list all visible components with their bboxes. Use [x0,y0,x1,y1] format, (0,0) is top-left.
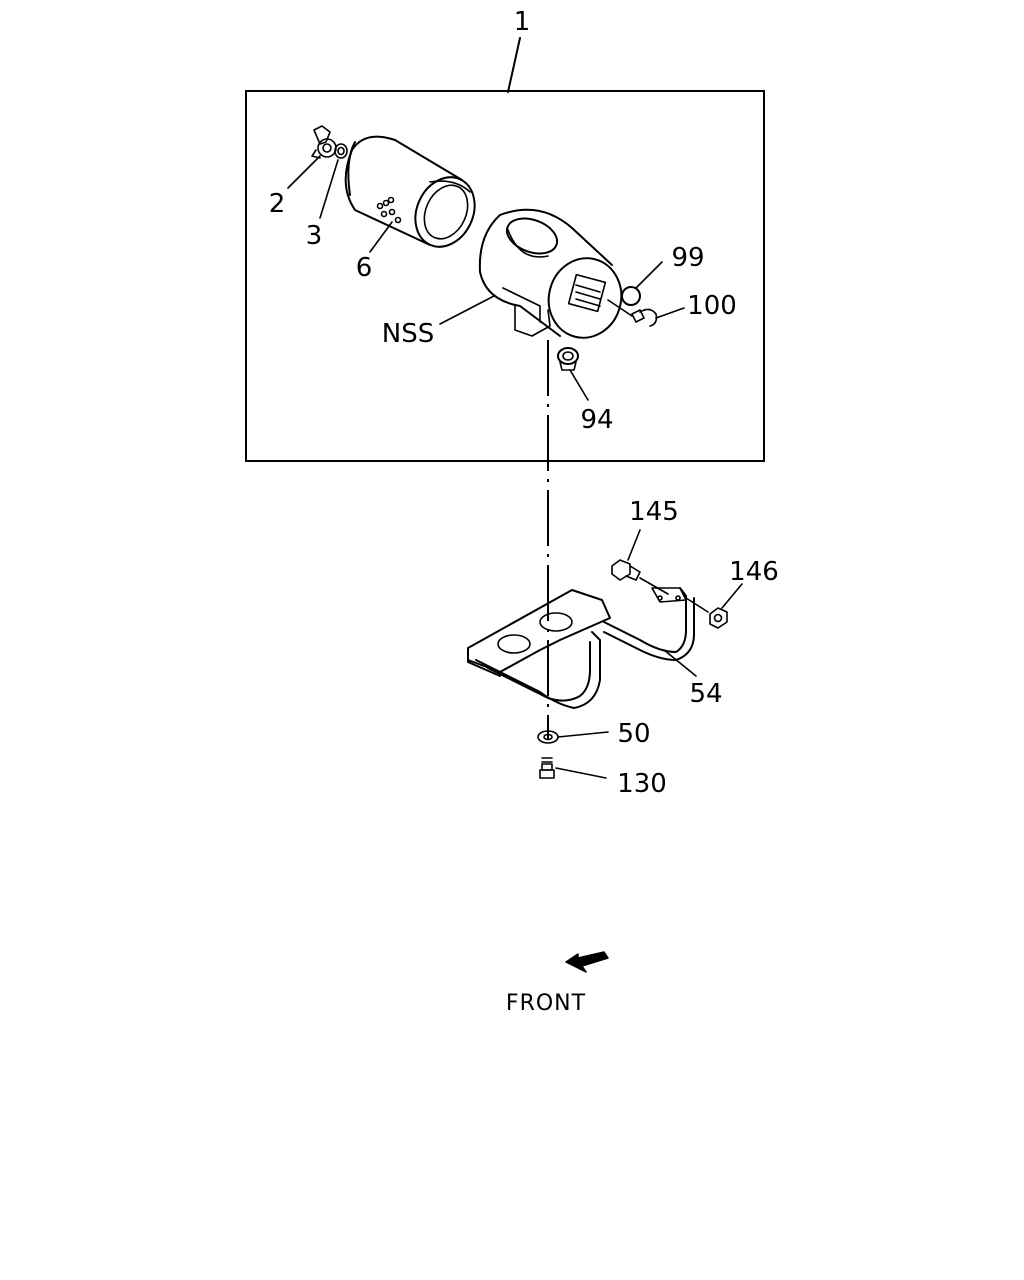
callout-housing: NSS [382,319,434,349]
bolt-145-part [611,559,669,595]
filter-element-part [344,135,476,248]
wing-nut-part [311,125,337,159]
callout-cap: 99 [671,243,704,273]
bolt-130-part [539,757,555,779]
cap-part [621,286,641,306]
callout-filter-element: 6 [356,253,373,283]
callout-clamp: 100 [687,291,737,321]
assembly-frame [245,90,765,462]
bracket-part [467,587,695,709]
callout-bracket: 54 [689,679,722,709]
callout-grommet: 94 [580,405,613,435]
callout-nut-146: 146 [729,557,779,587]
callout-washer: 3 [306,221,323,251]
front-arrow-icon [565,951,609,973]
front-label: FRONT [506,991,586,1016]
nut-146-part [709,607,728,629]
callout-washer-50: 50 [617,719,650,749]
housing-part [478,208,623,339]
clamp-part [607,299,658,327]
callout-assembly: 1 [514,7,531,37]
grommet-part [557,347,579,371]
washer-part [334,143,348,159]
callout-wing-nut: 2 [269,189,286,219]
callout-bolt-130: 130 [617,769,667,799]
callout-bolt-145: 145 [629,497,679,527]
